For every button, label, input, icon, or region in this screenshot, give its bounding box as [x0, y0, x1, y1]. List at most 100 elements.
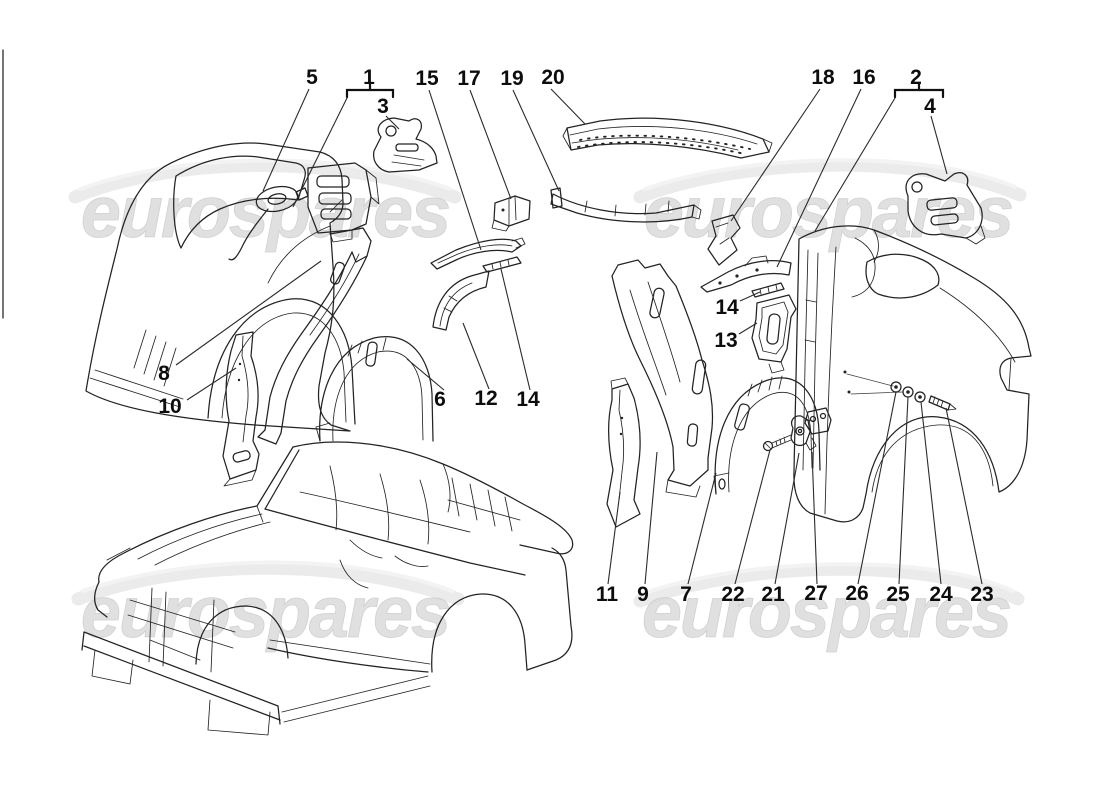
parts-artwork — [2, 49, 1032, 736]
part-label-23: 23 — [970, 583, 993, 606]
watermark-text-bottom-left: eurospares — [81, 573, 449, 653]
leader-line-11 — [607, 491, 621, 585]
part-label-5: 5 — [306, 66, 318, 89]
part-label-25: 25 — [886, 583, 910, 606]
leader-line-1 — [292, 97, 348, 208]
bracket-18-drawing — [707, 214, 741, 266]
leader-line-5 — [262, 88, 310, 192]
bracket-group-1-3 — [345, 82, 395, 99]
part-label-7: 7 — [680, 583, 692, 606]
part-label-9: 9 — [637, 583, 649, 606]
bracket-group-2-4 — [893, 82, 945, 99]
part-label-8: 8 — [158, 362, 170, 385]
outer-pillar-9-drawing — [611, 259, 714, 498]
reinforcement-panel-1-drawing — [307, 162, 380, 243]
curved-rail-19-drawing — [550, 187, 702, 223]
leader-line-7 — [687, 472, 717, 585]
sill-strip-14-right-drawing — [751, 282, 785, 298]
leader-line-18 — [730, 88, 821, 222]
part-label-2: 2 — [910, 66, 922, 89]
part-label-1: 1 — [363, 66, 375, 89]
part-label-14L: 14 — [516, 388, 540, 411]
part-label-24: 24 — [929, 583, 953, 606]
part-label-11: 11 — [596, 583, 619, 606]
support-16-drawing — [700, 255, 792, 293]
mounting-bracket-3-drawing — [372, 117, 438, 173]
latch-assembly-21-27-drawing — [790, 407, 832, 451]
screw-22-drawing — [762, 434, 792, 452]
part-label-14R: 14 — [715, 296, 739, 319]
leader-line-10 — [186, 367, 237, 401]
part-label-4: 4 — [924, 95, 936, 118]
leader-line-20 — [550, 88, 586, 125]
right-outer-quarter-panel-drawing — [793, 225, 1032, 523]
leader-line-26 — [857, 391, 897, 585]
leader-line-3 — [385, 115, 400, 130]
diagonal-brace-15-drawing — [430, 237, 526, 270]
leader-line-25 — [898, 396, 909, 585]
left-inner-quarter-panel-drawing — [85, 142, 356, 432]
riveted-rail-20-drawing — [562, 117, 773, 159]
part-label-21: 21 — [761, 583, 785, 606]
part-label-26: 26 — [845, 582, 868, 605]
swoosh-bottom-right — [633, 562, 1025, 608]
part-label-10: 10 — [158, 395, 181, 418]
swoosh-top-right — [633, 158, 1027, 204]
leader-lines — [175, 88, 983, 585]
swoosh-top-right-hl — [643, 158, 1017, 191]
leader-line-2 — [814, 97, 896, 232]
threaded-stud-23-drawing — [928, 395, 957, 411]
outer-pillar-11-drawing — [606, 377, 641, 528]
leader-line-22 — [734, 449, 771, 585]
part-label-15: 15 — [415, 67, 439, 90]
swoosh-top-left — [68, 159, 462, 204]
leader-line-4 — [930, 115, 948, 175]
leader-line-17 — [469, 89, 512, 200]
leader-line-12 — [462, 322, 490, 390]
leader-line-24 — [920, 401, 942, 585]
part-label-20: 20 — [541, 66, 564, 89]
swoosh-bottom-right-hl — [643, 562, 1015, 595]
part-label-12: 12 — [474, 387, 497, 410]
part-number-labels: 5 13 15 17 19 20 18 16 24 8 10 6 12 14 14 13 11 9 7 22 21 27 2… — [158, 66, 994, 606]
leader-line-6 — [406, 358, 445, 391]
part-label-13: 13 — [714, 329, 737, 352]
leader-line-15 — [428, 89, 482, 251]
part-label-17: 17 — [457, 67, 480, 90]
watermark-text-top-right: eurospares — [644, 173, 1012, 253]
watermark-text-bottom-right: eurospares — [642, 573, 1010, 653]
reinforcement-13-drawing — [751, 294, 797, 374]
swoosh-bottom-left-hl — [81, 560, 454, 593]
part-label-3: 3 — [377, 95, 389, 118]
arch-segment-12-drawing — [432, 270, 490, 331]
watermark-swooshes — [68, 158, 1027, 608]
leader-line-9 — [644, 451, 658, 585]
part-label-18: 18 — [811, 66, 835, 89]
grouping-brackets — [345, 82, 945, 99]
leader-line-14R — [739, 291, 761, 302]
leader-line-27 — [811, 451, 818, 585]
inner-wheelhouse-6-drawing — [315, 336, 434, 442]
bracket-17-drawing — [491, 195, 531, 232]
swoosh-bottom-left — [71, 561, 465, 606]
inner-pillar-10-drawing — [222, 331, 260, 487]
leader-line-14L — [500, 268, 531, 391]
body-shell-overview-drawing — [81, 441, 574, 736]
leader-line-16 — [776, 88, 862, 268]
part-label-22: 22 — [721, 583, 744, 606]
inner-wheelhouse-7-drawing — [713, 375, 821, 495]
part-label-16: 16 — [852, 66, 875, 89]
part-label-6: 6 — [434, 388, 446, 411]
part-label-27: 27 — [804, 582, 827, 605]
mounting-bracket-4-drawing — [905, 172, 986, 245]
leader-line-13 — [738, 322, 758, 335]
leader-line-8 — [175, 260, 322, 366]
leader-line-23 — [945, 407, 983, 585]
leader-line-19 — [512, 89, 560, 192]
sill-strip-14-left-drawing — [482, 256, 522, 273]
inner-pillar-8-drawing — [257, 227, 372, 445]
part-label-19: 19 — [500, 67, 523, 90]
